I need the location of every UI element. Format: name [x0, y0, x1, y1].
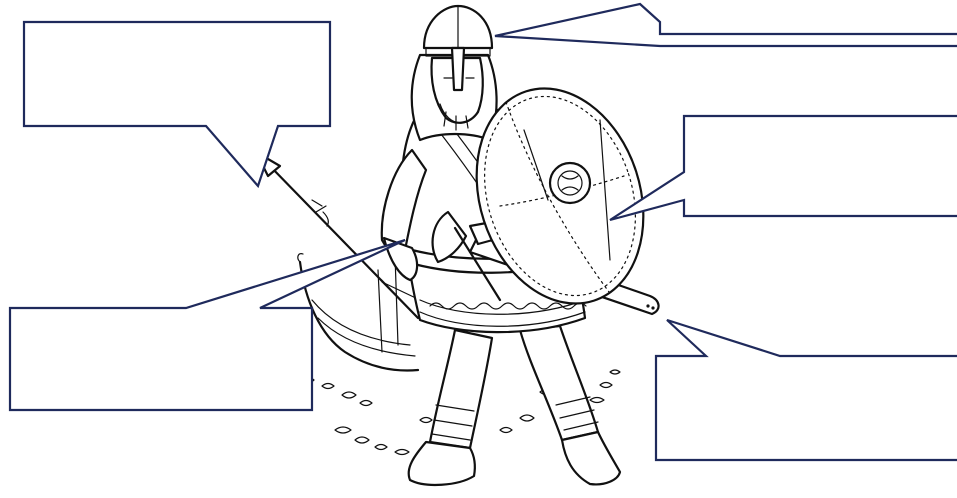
legs — [409, 326, 620, 485]
callout-right-bottom[interactable] — [656, 320, 957, 460]
callout-top-right[interactable] — [495, 4, 957, 46]
callout-right-middle[interactable] — [610, 116, 957, 220]
callout-left-bottom[interactable] — [10, 240, 405, 410]
callout-top-left[interactable] — [24, 22, 330, 186]
